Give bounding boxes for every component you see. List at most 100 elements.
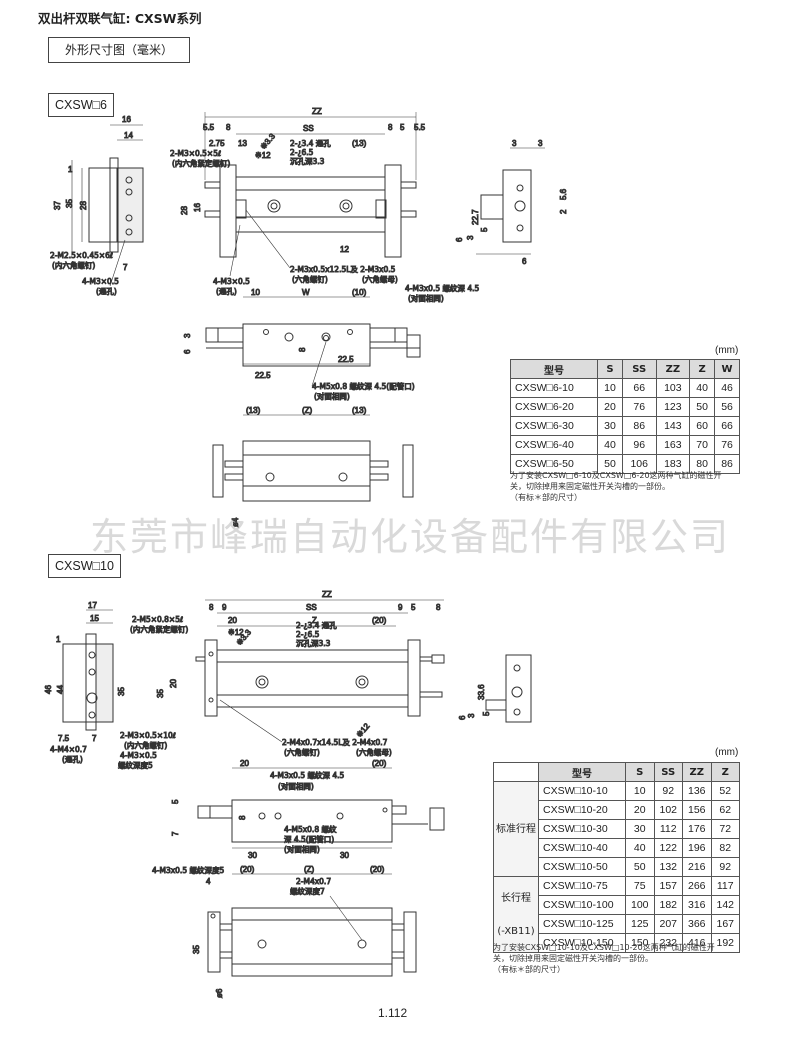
callout-hex-bolt-10: (内六角螺钉): [124, 740, 167, 750]
table-cell: 86: [714, 454, 740, 474]
table-cell: 76: [621, 397, 657, 417]
dim-15: 15: [90, 614, 99, 623]
dim-8-left-10: 8: [209, 603, 214, 612]
dim-1: 1: [68, 165, 73, 174]
table-cell: CXSW□6-20: [510, 397, 598, 417]
dim-22-5-a: 22.5: [255, 371, 271, 380]
dim-7-end: 7: [92, 734, 97, 743]
note-line: 关，切除掉用来固定磁性开关沟槽的一部份。: [510, 482, 670, 491]
table-cell: 183: [655, 454, 691, 474]
table-cell: 10: [625, 781, 655, 801]
callout-hole-3-4-10: 2-¿3.4 通孔: [296, 620, 337, 630]
dim-8-front: 8: [298, 347, 307, 352]
dim-6-side: 6: [455, 237, 464, 242]
callout-m5-port-c: (对面相同): [284, 844, 320, 854]
note-cxsw10: 为了安装CXSW□10-10及CXSW□10-20这两种气缸的磁性开 关，切除掉…: [493, 942, 773, 975]
table-cell: CXSW□10-75: [538, 876, 626, 896]
callout-hex-set-screw-10: (内六角紧定螺钉): [130, 624, 188, 634]
dim-2-75: 2.75: [209, 139, 225, 148]
dim-33-6: 33.6: [477, 684, 486, 700]
callout-m25-screw: 2-M2.5×0.45×6ℓ: [50, 251, 113, 260]
group-label-long-stroke: 长行程 (-XB11): [493, 876, 539, 953]
callout-hex-bolt-2-10: (六角螺钉): [284, 747, 320, 757]
callout-m4-thru: 4-M4×0.7: [50, 745, 87, 754]
dim-28-top: 28: [180, 206, 189, 215]
dim-20-paren-front: (20): [372, 759, 387, 768]
table-row: CXSW□10-30 30 112 176 72: [494, 819, 740, 839]
table-cell: 103: [655, 378, 691, 398]
table-header: SS: [621, 359, 657, 379]
table-row: 标准行程 CXSW□10-10 10 92 136 52: [493, 781, 740, 877]
dim-3-side: 3: [466, 235, 475, 240]
callout-m3-set-screw: 2-M3×0.5×5ℓ: [170, 149, 221, 158]
dim-7-front: 7: [171, 831, 180, 836]
table-cell: 46: [714, 378, 740, 398]
table-row: CXSW□6-30 30 86 143 60 66: [510, 416, 740, 436]
callout-m5-port-a: 4-M5x0.8 螺纹: [284, 824, 337, 834]
dim-5-10: 5: [411, 603, 416, 612]
dim-9-left: 9: [222, 603, 227, 612]
table-row: CXSW□10-40 40 122 196 82: [494, 838, 740, 858]
page-number: 1.112: [378, 1006, 408, 1020]
dim-3-b: 3: [538, 139, 543, 148]
unit-label-cxsw10: (mm): [715, 747, 739, 758]
dim-30-a: 30: [248, 851, 257, 860]
callout-hole-6-5: 2-¿6.5: [290, 148, 314, 157]
table-cell: 50: [625, 857, 655, 877]
dim-35: 35: [65, 199, 74, 208]
table-header: S: [625, 762, 655, 782]
table-cell: 66: [621, 378, 657, 398]
table-cell: 76: [714, 435, 740, 455]
cxsw6-end-view: [71, 124, 144, 253]
table-cell: 10: [597, 378, 623, 398]
dim-z-bottom: (Z): [304, 865, 315, 874]
callout-hole-6-5-10: 2-¿6.5: [296, 630, 320, 639]
dim-7: 7: [123, 263, 128, 272]
dim-20-paren-bottom-b: (20): [370, 865, 385, 874]
dim-13-bottom-b: (13): [352, 406, 367, 415]
dim-5-front: 5: [171, 799, 180, 804]
note-line: （有标＊部的尺寸）: [493, 965, 565, 974]
dim-17: 17: [88, 601, 97, 610]
table-cell: 266: [682, 876, 712, 896]
callout-hex-bolt-2: (六角螺钉): [292, 274, 328, 284]
spec-table-cxsw6: 型号 S SS ZZ Z W CXSW□6-10 10 66 103 40 46…: [510, 359, 740, 474]
table-cell: 30: [597, 416, 623, 436]
dim-z-10: Z: [312, 616, 317, 625]
dim-10: 10: [251, 288, 260, 297]
group-label-long-b: (-XB11): [497, 925, 535, 937]
spec-table-cxsw10: 型号 S SS ZZ Z 标准行程 CXSW□10-10 10 92 136 5…: [493, 762, 740, 953]
callout-m5-port-b: 深 4.5(配管口): [284, 834, 334, 844]
cxsw10-right-end-view: [485, 654, 532, 723]
table-cell: 216: [682, 857, 712, 877]
dim-z: (Z): [302, 406, 313, 415]
callout-m3-thru-top: 4-M3×0.5: [213, 277, 250, 286]
dim-8-right-10: 8: [436, 603, 441, 612]
dim-5-5-right: 5.5: [414, 123, 426, 132]
callout-m3-hex-screw: 2-M3×0.5×10ℓ: [120, 731, 176, 740]
dim-14: 14: [124, 131, 133, 140]
dim-3-3-star: ※3.3: [259, 131, 278, 151]
table-header: S: [597, 359, 623, 379]
table-cell: 167: [710, 914, 740, 934]
dim-13-bottom-a: (13): [246, 406, 261, 415]
dim-35-end: 35: [117, 687, 126, 696]
dim-44: 44: [56, 685, 65, 694]
dim-5-6: 5.6: [559, 188, 568, 200]
dim-zz-10: ZZ: [322, 590, 332, 599]
table-cell: 416: [682, 933, 712, 953]
callout-thru-10: (通孔): [62, 754, 83, 764]
table-cell: 82: [710, 838, 740, 858]
table-cell: 62: [710, 800, 740, 820]
callout-same-side-10: (对面相同): [278, 781, 314, 791]
table-cell: 92: [710, 857, 740, 877]
table-row: CXSW□10-150 150 232 416 192: [494, 933, 740, 953]
dim-35-top: 35: [156, 689, 165, 698]
callout-m5-set-screw: 2-M5×0.8×5ℓ: [132, 615, 183, 624]
dim-28: 28: [79, 201, 88, 210]
note-line: 关，切除掉用来固定磁性开关沟槽的一部份。: [493, 954, 653, 963]
table-cell: 106: [621, 454, 657, 474]
dim-7-5: 7.5: [58, 734, 70, 743]
dim-12-bottom: 12: [340, 245, 349, 254]
dim-8-right: 8: [388, 123, 393, 132]
